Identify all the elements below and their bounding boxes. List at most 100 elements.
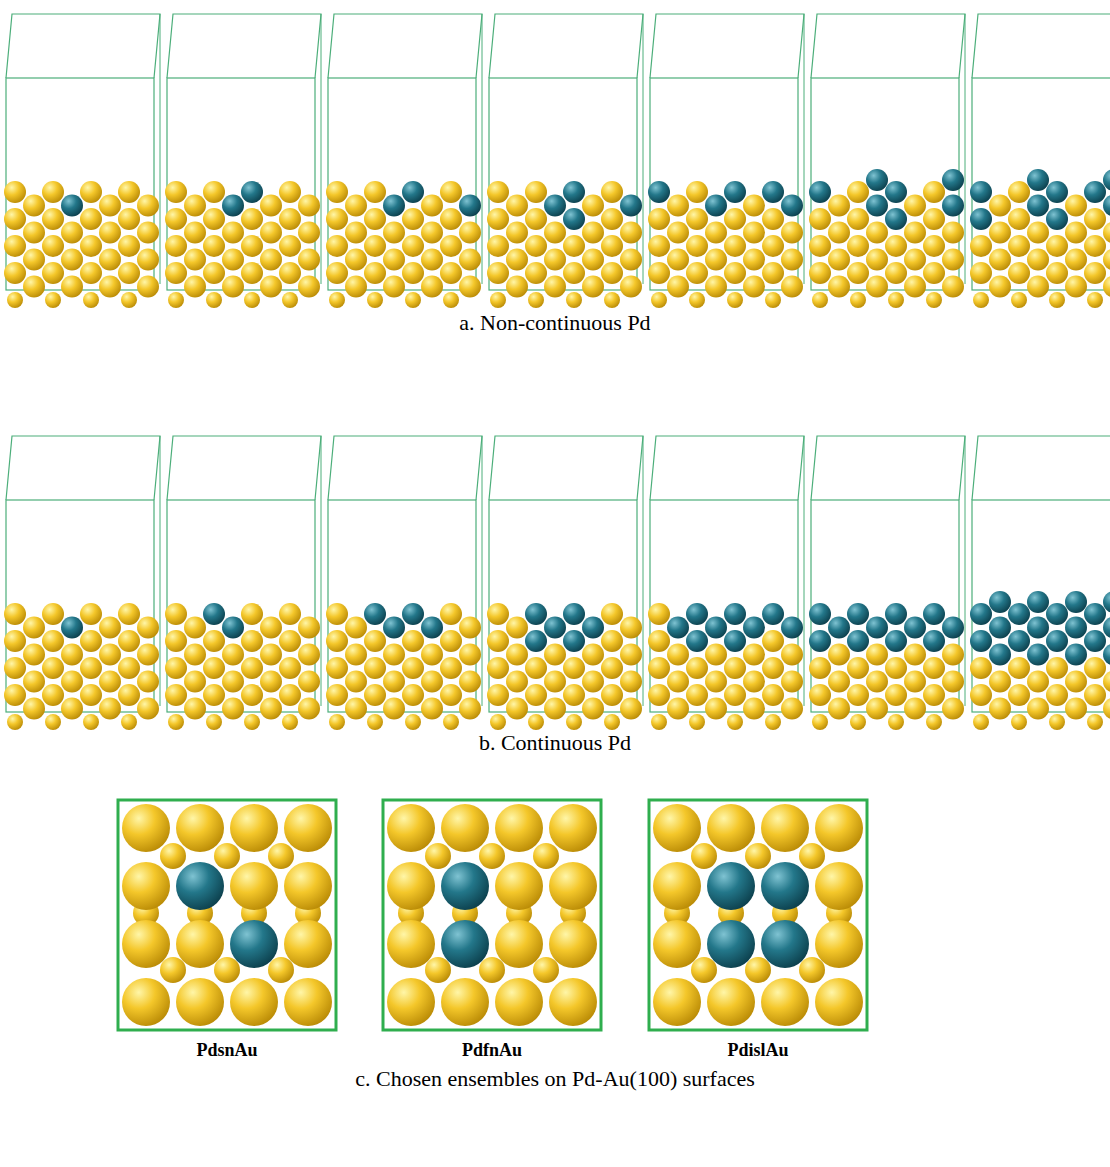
pd-atom	[970, 603, 992, 625]
cell-frame	[804, 436, 805, 706]
au-atom	[7, 292, 23, 308]
pd-atom	[885, 181, 907, 203]
au-atom	[443, 714, 459, 730]
au-atom	[222, 698, 244, 720]
au-atom	[203, 684, 225, 706]
au-atom	[443, 292, 459, 308]
au-atom	[923, 181, 945, 203]
pd-atom	[203, 603, 225, 625]
au-atom	[99, 617, 121, 639]
au-atom	[45, 292, 61, 308]
au-atom	[847, 657, 869, 679]
au-atom	[866, 249, 888, 271]
au-atom	[298, 222, 320, 244]
cell-frame	[804, 14, 805, 284]
pd-atom	[1084, 630, 1106, 652]
au-atom	[222, 644, 244, 666]
pd-atom	[724, 603, 746, 625]
au-atom	[563, 684, 585, 706]
au-atom	[799, 843, 825, 869]
au-atom	[23, 222, 45, 244]
au-atom	[122, 804, 170, 852]
au-atom	[1027, 698, 1049, 720]
au-atom	[904, 276, 926, 298]
au-atom	[923, 235, 945, 257]
au-atom	[601, 603, 623, 625]
au-atom	[686, 235, 708, 257]
au-atom	[563, 235, 585, 257]
au-atom	[667, 671, 689, 693]
au-atom	[383, 698, 405, 720]
au-atom	[667, 698, 689, 720]
au-atom	[667, 195, 689, 217]
cell-frame	[972, 14, 1110, 78]
au-atom	[61, 249, 83, 271]
au-atom	[230, 978, 278, 1026]
pd-atom	[525, 603, 547, 625]
au-atom	[282, 714, 298, 730]
slab-panel	[487, 436, 643, 730]
au-atom	[279, 684, 301, 706]
au-atom	[582, 249, 604, 271]
au-atom	[743, 222, 765, 244]
pd-atom	[1027, 644, 1049, 666]
au-atom	[184, 644, 206, 666]
au-atom	[563, 262, 585, 284]
au-atom	[989, 249, 1011, 271]
pd-atom	[563, 630, 585, 652]
cell-frame	[328, 78, 476, 290]
au-atom	[815, 978, 863, 1026]
au-atom	[1087, 292, 1103, 308]
au-atom	[260, 671, 282, 693]
au-atom	[799, 957, 825, 983]
au-atom	[214, 843, 240, 869]
au-atom	[345, 698, 367, 720]
au-atom	[99, 249, 121, 271]
slab-panel	[809, 14, 965, 308]
au-atom	[812, 714, 828, 730]
au-atom	[80, 630, 102, 652]
au-atom	[828, 644, 850, 666]
au-atom	[298, 698, 320, 720]
cell-frame	[167, 78, 315, 290]
au-atom	[222, 249, 244, 271]
au-atom	[487, 684, 509, 706]
au-atom	[828, 249, 850, 271]
au-atom	[80, 181, 102, 203]
pd-atom	[970, 208, 992, 230]
au-atom	[206, 292, 222, 308]
pd-atom	[402, 603, 424, 625]
au-atom	[345, 249, 367, 271]
pd-atom	[724, 181, 746, 203]
au-atom	[168, 292, 184, 308]
au-atom	[525, 235, 547, 257]
au-atom	[707, 978, 755, 1026]
cell-frame	[6, 14, 160, 78]
au-atom	[743, 195, 765, 217]
pd-atom	[544, 195, 566, 217]
au-atom	[601, 235, 623, 257]
au-atom	[781, 671, 803, 693]
au-atom	[80, 208, 102, 230]
au-atom	[23, 249, 45, 271]
au-atom	[1046, 235, 1068, 257]
cell-frame	[328, 436, 482, 500]
au-atom	[815, 804, 863, 852]
pd-atom	[989, 644, 1011, 666]
pd-atom	[1027, 591, 1049, 613]
au-atom	[118, 235, 140, 257]
au-atom	[762, 262, 784, 284]
au-atom	[230, 804, 278, 852]
pd-atom	[544, 617, 566, 639]
pd-atom	[828, 617, 850, 639]
au-atom	[203, 181, 225, 203]
au-atom	[61, 222, 83, 244]
cell-frame	[965, 436, 966, 706]
au-atom	[648, 684, 670, 706]
au-atom	[582, 671, 604, 693]
pd-atom	[61, 195, 83, 217]
au-atom	[387, 920, 435, 968]
au-atom	[168, 714, 184, 730]
au-atom	[42, 603, 64, 625]
